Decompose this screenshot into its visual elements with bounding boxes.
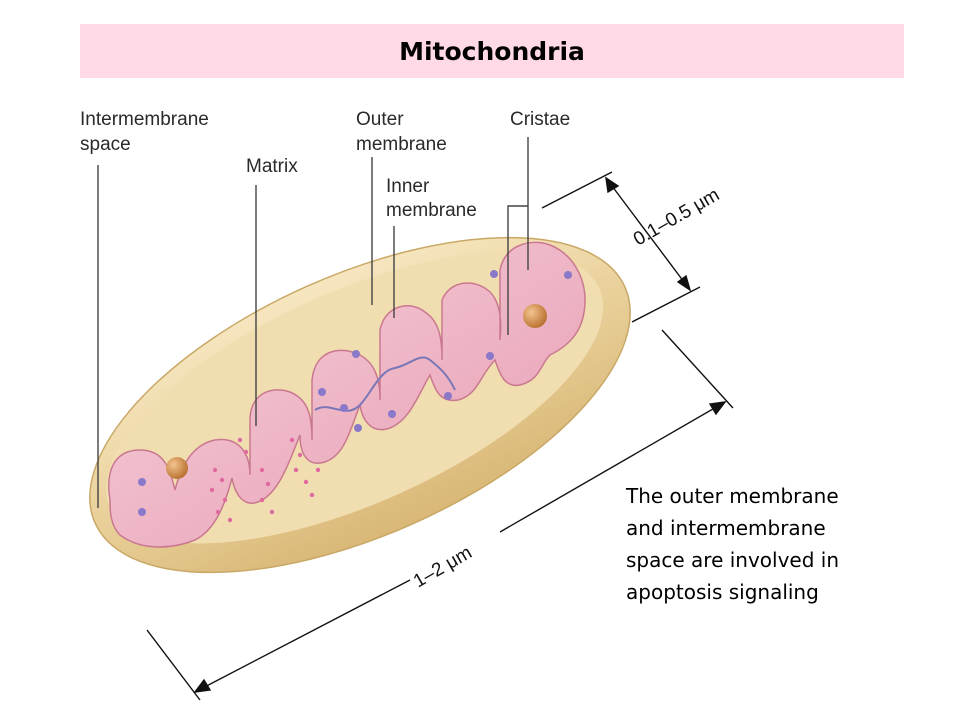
label-cristae: Cristae <box>510 109 570 130</box>
label-inner-membrane: Inner <box>386 176 430 197</box>
caption-line: The outer membrane <box>626 484 839 508</box>
caption-line: apoptosis signaling <box>626 580 819 604</box>
label-outer-membrane: Outer <box>356 109 404 130</box>
width-dimension <box>541 171 701 323</box>
width-dimension-label: 0.1–0.5 μm <box>630 184 723 250</box>
label-intermembrane-space: space <box>80 134 131 155</box>
caption-line: and intermembrane <box>626 516 826 540</box>
leader-lines <box>97 137 529 508</box>
caption-line: space are involved in <box>626 548 840 572</box>
label-intermembrane-space: Intermembrane <box>80 109 209 130</box>
label-outer-membrane: membrane <box>356 134 447 155</box>
label-inner-membrane: membrane <box>386 200 477 221</box>
caption: The outer membrane and intermembrane spa… <box>626 480 926 608</box>
length-dimension <box>146 329 734 701</box>
matrix-granule <box>166 457 188 479</box>
inner-membrane-cristae <box>108 241 586 548</box>
page-title: Mitochondria <box>399 36 585 66</box>
ribosome-dots <box>209 437 321 523</box>
matrix-granule <box>523 304 547 328</box>
length-dimension-label: 1–2 μm <box>410 542 476 592</box>
matrix-particles <box>138 270 572 516</box>
label-matrix: Matrix <box>246 156 298 177</box>
title-bar: Mitochondria <box>80 24 904 78</box>
